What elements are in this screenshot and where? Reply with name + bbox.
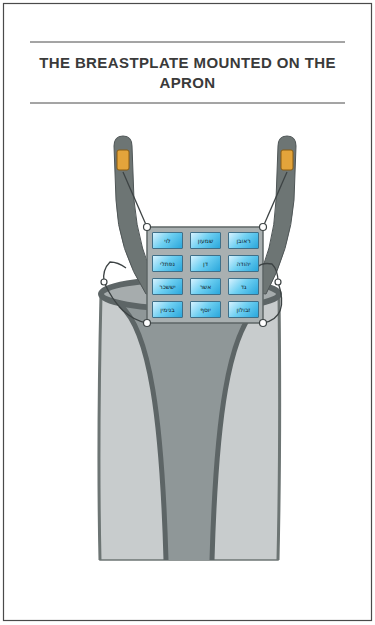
gem-stone: לוי: [152, 232, 183, 249]
blue-cord: [256, 264, 282, 324]
gem-stone: בנימין: [152, 301, 183, 318]
apron-skirt: [99, 294, 280, 560]
tribe-name: אשר: [200, 283, 212, 290]
tribe-name: זבולון: [237, 306, 251, 313]
gold-chain: [123, 172, 147, 227]
rule: [30, 103, 345, 104]
tribe-name: יהודה: [236, 260, 250, 267]
blue-cord: [104, 262, 147, 323]
apron-seam: [212, 305, 260, 560]
ring: [275, 279, 281, 285]
gem-stone: דן: [190, 255, 221, 272]
gem-stone: יוסף: [190, 301, 221, 318]
ring: [260, 224, 267, 231]
tribe-name: ראובן: [236, 237, 250, 244]
apron-front-panel: [120, 305, 260, 560]
title: THE BREASTPLATE MOUNTED ON THE APRON: [30, 53, 345, 93]
gem-stone: ראובן: [228, 232, 259, 249]
ring: [144, 224, 151, 231]
tribe-name: נפתלי: [160, 260, 175, 267]
apron-edge: [99, 294, 101, 560]
onyx-setting: [281, 150, 293, 170]
ring: [101, 279, 107, 285]
gem-stone: יהודה: [228, 255, 259, 272]
tribe-name: לוי: [164, 237, 170, 244]
onyx-setting: [117, 150, 129, 170]
gem-stone: שמעון: [190, 232, 221, 249]
gem-stone: נפתלי: [152, 255, 183, 272]
frame: [4, 4, 372, 621]
tribe-name: דן: [203, 260, 208, 267]
gem-stone: יששכר: [152, 278, 183, 295]
ring: [260, 320, 267, 327]
tribe-name: בנימין: [160, 306, 174, 313]
gem-stone: גד: [228, 278, 259, 295]
tribe-name: יששכר: [159, 283, 175, 290]
ring: [144, 320, 151, 327]
gem-stone: זבולון: [228, 301, 259, 318]
apron-seam: [120, 305, 166, 560]
breastplate: [147, 227, 263, 323]
tribe-name: שמעון: [198, 237, 213, 244]
tribe-name: יוסף: [200, 306, 211, 313]
gold-chain: [263, 172, 287, 227]
rule: [30, 42, 345, 43]
apron-edge: [278, 294, 280, 560]
tribe-name: גד: [241, 283, 247, 290]
gem-stone: אשר: [190, 278, 221, 295]
